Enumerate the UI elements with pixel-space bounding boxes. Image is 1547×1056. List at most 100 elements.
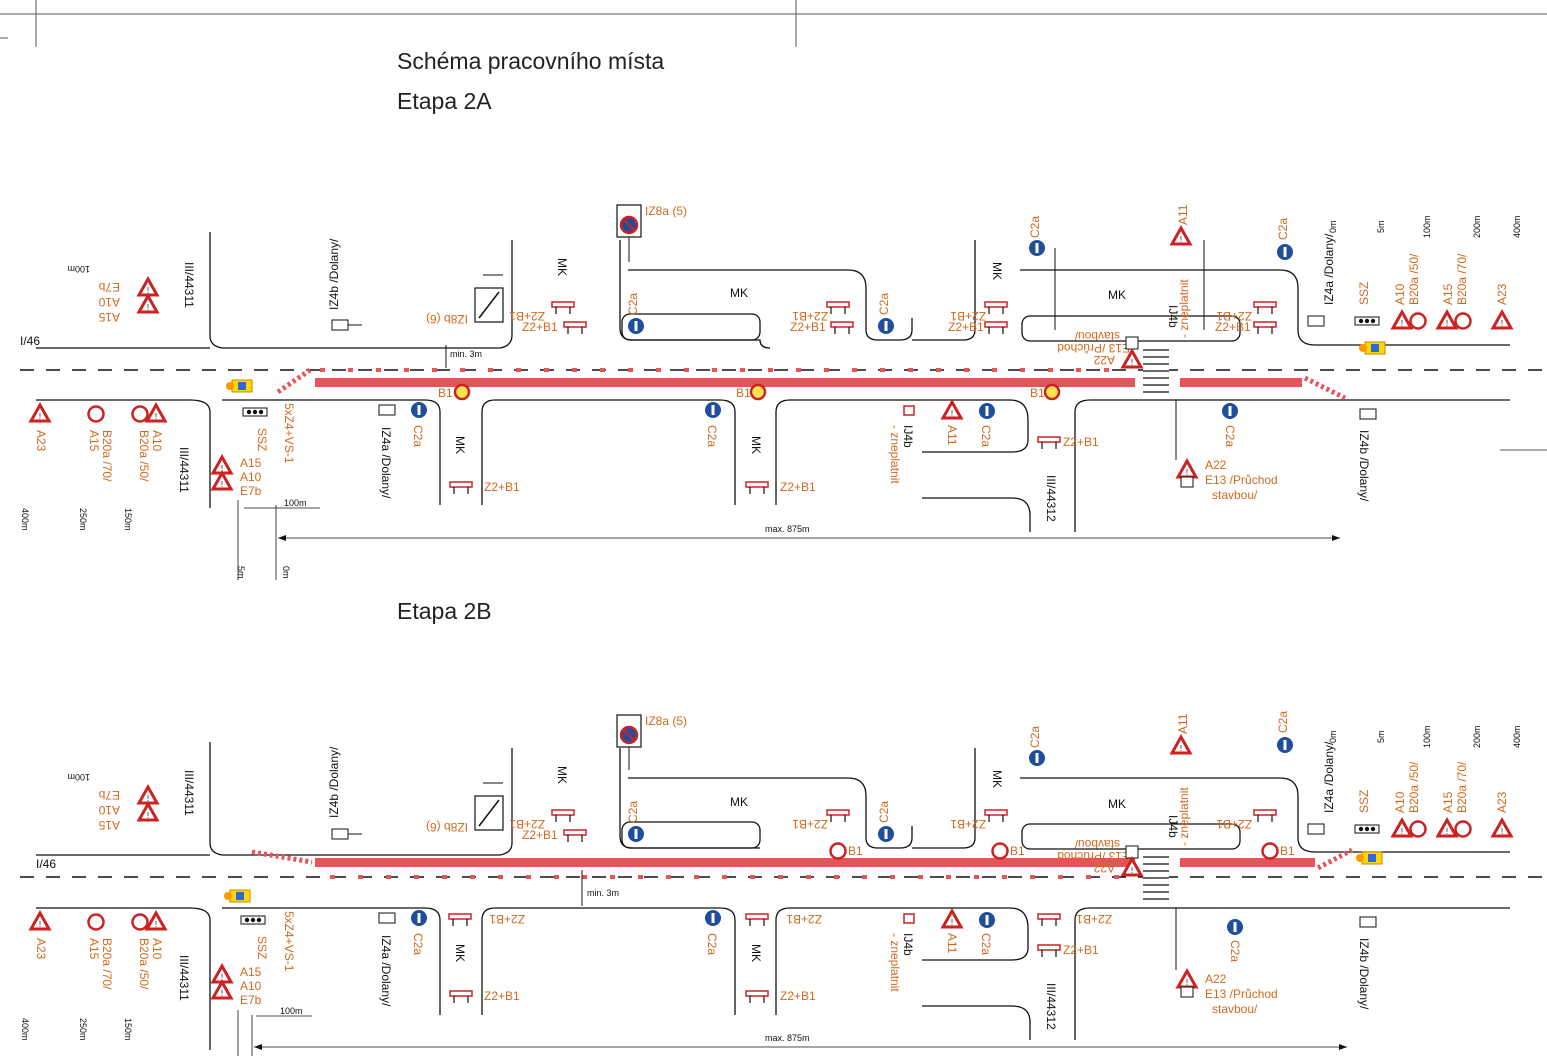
mandatory-sign-icon [1029, 750, 1045, 766]
a15-label: A15 [87, 938, 101, 960]
a10-label: A10 [240, 979, 262, 993]
mk-label: MK [749, 944, 763, 962]
b20a50-label: B20a /50/ [137, 938, 151, 990]
z2b1-label: Z2+B1 [950, 309, 986, 323]
c2a-label: C2a [626, 801, 640, 823]
min-gap-label: min. 3m [450, 349, 482, 359]
mk-label: MK [1108, 288, 1126, 302]
ssz-label: SSZ [255, 428, 269, 451]
lamp-icon [1043, 383, 1061, 401]
b20a50-label: B20a /50/ [137, 430, 151, 482]
prohibitory-sign-icon [1261, 842, 1279, 860]
work-zone-strip [315, 378, 1135, 387]
road-label-left: III/44311 [177, 955, 191, 1001]
barrier-icon [449, 481, 473, 495]
mandatory-sign-icon [411, 910, 427, 926]
barrier-icon [1037, 436, 1061, 450]
warning-sign-icon [1391, 310, 1413, 330]
a15-label: A15 [1441, 283, 1455, 305]
a15-label: A15 [98, 818, 120, 832]
c2a-label: C2a [626, 293, 640, 315]
e13-label: E13 /Průchod [1057, 849, 1130, 863]
prohibitory-sign-icon [131, 913, 149, 931]
z2b1-label: Z2+B1 [484, 480, 520, 494]
c2a-label: C2a [979, 425, 993, 447]
mandatory-sign-icon [705, 910, 721, 926]
warning-sign-icon [1491, 310, 1513, 330]
dist-label: 0m [1328, 730, 1338, 743]
mandatory-sign-icon [705, 402, 721, 418]
dist-label: 250m [78, 1018, 88, 1041]
warning-sign-icon [941, 909, 963, 929]
b20a50-label: B20a /50/ [1407, 761, 1421, 813]
stage-b-scheme: B1 B1 B1 I/46 A15 A10 E7b 100m III/44311… [20, 711, 1547, 1056]
mk-label: MK [453, 436, 467, 454]
warning-sign-icon [137, 785, 159, 805]
e13-label: E13 /Průchod [1057, 341, 1130, 355]
dist-label: 150m [123, 1018, 133, 1041]
stavbou-label: stavbou/ [1212, 1002, 1258, 1016]
z2b1-label: Z2+B1 [948, 320, 984, 334]
z2b1-label: Z2+B1 [489, 912, 525, 926]
a10-label: A10 [150, 938, 164, 960]
traffic-signal-icon [240, 915, 266, 925]
a10-label: A10 [98, 803, 120, 817]
barrier-icon [1253, 301, 1277, 315]
road-label-left: III/44311 [182, 262, 196, 308]
warning-sign-icon [137, 802, 159, 822]
mandatory-sign-icon [979, 912, 995, 928]
z2b1-label: Z2+B1 [1215, 320, 1251, 334]
ij4b-sign-icon [903, 913, 915, 924]
iz4a-label: IZ4a /Dolany/ [1322, 233, 1336, 305]
b20a70-label: B20a /70/ [1455, 761, 1469, 813]
mk-label: MK [730, 286, 748, 300]
barrier-icon [745, 481, 769, 495]
c2a-label: C2a [877, 801, 891, 823]
mandatory-sign-icon [979, 403, 995, 419]
dist-label: 400m [20, 1018, 30, 1041]
info-sign-icon [1307, 315, 1325, 327]
lamp-icon [749, 383, 767, 401]
mandatory-sign-icon [628, 318, 644, 334]
work-zone-strip [315, 858, 1135, 867]
dist-label: 400m [1512, 725, 1522, 748]
z2b1-label: Z2+B1 [792, 817, 828, 831]
barrier-icon [745, 913, 769, 927]
z2b1-label: Z2+B1 [1063, 435, 1099, 449]
z2b1-label: Z2+B1 [484, 989, 520, 1003]
ij4b-sign-icon [903, 405, 915, 416]
barrier-icon [745, 990, 769, 1004]
dist-label: 0m [281, 566, 291, 579]
mk-label: MK [730, 795, 748, 809]
warning-sign-icon [1170, 226, 1192, 246]
mk-label: MK [453, 944, 467, 962]
warning-sign-icon [1176, 969, 1198, 989]
mandatory-sign-icon [1277, 244, 1293, 260]
warning-sign-icon [29, 911, 51, 931]
warning-sign-icon [1436, 310, 1458, 330]
worker-icon [1358, 341, 1386, 355]
mk-label: MK [555, 258, 569, 276]
iz4a-label: IZ4a /Dolany/ [379, 427, 393, 499]
road-label-main: I/46 [20, 334, 40, 348]
dist-label: 100m [280, 1006, 303, 1016]
a11-label: A11 [945, 933, 959, 954]
work-zone-strip [1180, 858, 1315, 867]
warning-sign-icon [941, 400, 963, 420]
mandatory-sign-icon [878, 826, 894, 842]
mk-label: MK [749, 436, 763, 454]
dist-label: 400m [1512, 215, 1522, 238]
warning-sign-icon [137, 277, 159, 297]
warning-sign-icon [29, 403, 51, 423]
b20a70-label: B20a /70/ [100, 938, 114, 990]
warning-sign-icon [1436, 818, 1458, 838]
b1-label: B1 [848, 844, 863, 858]
barrier-icon [984, 321, 1008, 335]
z2b1-label: Z2+B1 [950, 817, 986, 831]
a15-label: A15 [240, 965, 262, 979]
ij4b-label: IJ4b [901, 425, 915, 448]
dist-label: 5m [1376, 730, 1386, 743]
c2a-label: C2a [411, 933, 425, 955]
info-sign-icon [378, 404, 396, 416]
c2a-label: C2a [1276, 218, 1290, 240]
